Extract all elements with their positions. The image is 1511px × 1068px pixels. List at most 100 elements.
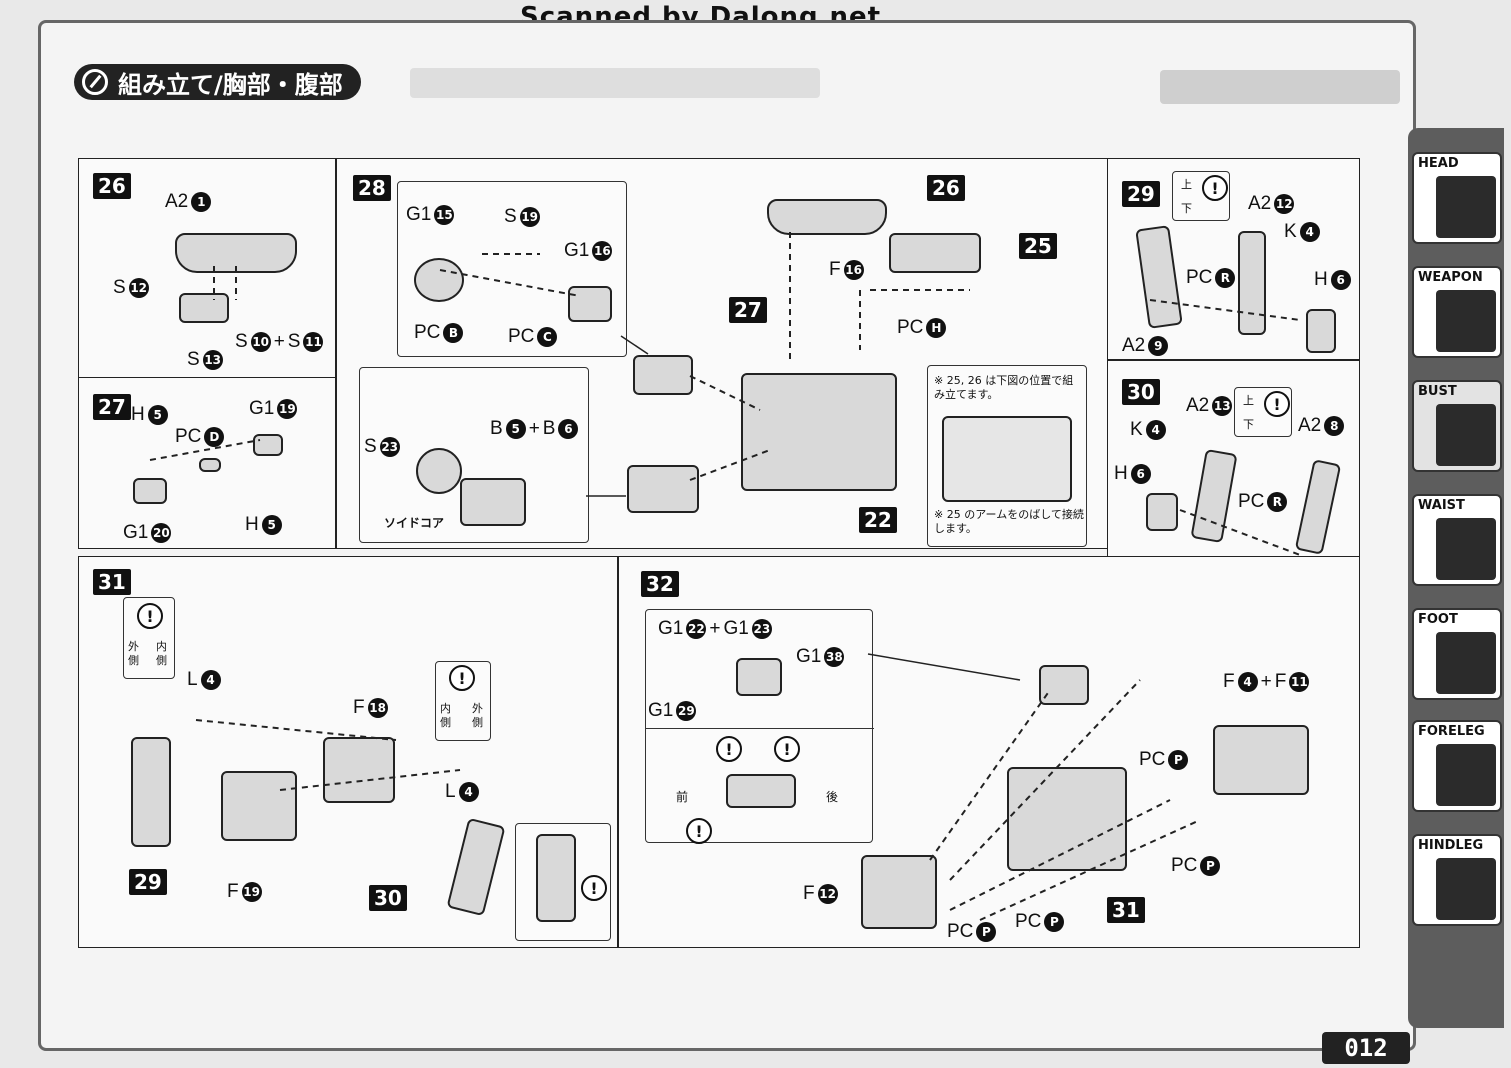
position-note-bottom: ※ 25 のアームをのばして接続します。: [934, 508, 1084, 535]
warning-icon: !: [581, 875, 607, 901]
chest-core-body-part: [741, 373, 897, 491]
side-outer-label: 外側: [128, 640, 139, 667]
head-thumbnail-icon: [1436, 176, 1496, 238]
front-label: 前: [676, 790, 689, 804]
warning-icon: !: [1202, 175, 1228, 201]
leg-joint-part: [1306, 309, 1336, 353]
back-label: 後: [826, 790, 839, 804]
side-inner-label: 内側: [440, 702, 451, 729]
step-number: 30: [1122, 379, 1160, 405]
core-module-part: [627, 465, 699, 513]
hip-assembly-31: [1007, 767, 1127, 871]
tab-weapon[interactable]: WEAPON: [1412, 266, 1502, 358]
hip-block-part: [221, 771, 297, 841]
connector-front-view: [726, 774, 796, 808]
side-outer-label: 外側: [472, 702, 483, 729]
leg-assembly-29: [131, 737, 171, 847]
step-number: 27: [93, 394, 131, 420]
title-ghost-band-right: [1160, 70, 1400, 104]
warning-icon: !: [137, 603, 163, 629]
page-number: 012: [1322, 1032, 1410, 1064]
tab-head[interactable]: HEAD: [1412, 152, 1502, 244]
hip-frame-part: [323, 737, 395, 803]
shoulder-part: [133, 478, 167, 504]
step-number: 31: [93, 569, 131, 595]
core-housing-part: [460, 478, 526, 526]
warning-icon: !: [686, 818, 712, 844]
orientation-up: 上: [1181, 178, 1192, 191]
step-number: 32: [641, 571, 679, 597]
warning-icon: !: [774, 736, 800, 762]
tab-waist[interactable]: WAIST: [1412, 494, 1502, 586]
tab-hindleg[interactable]: HINDLEG: [1412, 834, 1502, 926]
step-number: 28: [353, 175, 391, 201]
connector-block-part: [736, 658, 782, 696]
ref-step-31: 31: [1107, 897, 1145, 923]
step-number: 29: [1122, 181, 1160, 207]
section-title-bar: 組み立て/胸部・腹部: [74, 64, 361, 100]
ref-step-30: 30: [369, 885, 407, 911]
section-title: 組み立て/胸部・腹部: [118, 70, 343, 99]
title-ghost-band: [410, 68, 820, 98]
chest-block-part: [179, 293, 229, 323]
zoid-core-label: ソイドコア: [384, 516, 445, 530]
chest-cover-part: [767, 199, 887, 235]
position-note-top: ※ 25, 26 は下図の位置で組み立てます。: [934, 374, 1074, 401]
leg-detail-part: [536, 834, 576, 922]
orientation-down: 下: [1181, 202, 1192, 215]
waist-thumbnail-icon: [1436, 518, 1496, 580]
weapon-thumbnail-icon: [1436, 290, 1496, 352]
foot-thumbnail-icon: [1436, 632, 1496, 694]
leg-joint-part: [1146, 493, 1178, 531]
detail-view-box: [515, 823, 611, 941]
connector-placed-part: [1039, 665, 1089, 705]
tab-foreleg[interactable]: FORELEG: [1412, 720, 1502, 812]
foreleg-thumbnail-icon: [1436, 744, 1496, 806]
joint-cap-part: [414, 258, 464, 302]
tab-bust[interactable]: BUST: [1412, 380, 1502, 472]
waist-plate-part: [1213, 725, 1309, 795]
ref-step-27: 27: [729, 297, 767, 323]
leg-plate-part: [1238, 231, 1266, 335]
shoulder-part-right: [253, 434, 283, 456]
warning-icon: !: [1264, 391, 1290, 417]
tab-foot[interactable]: FOOT: [1412, 608, 1502, 700]
bust-thumbnail-icon: [1436, 404, 1496, 466]
